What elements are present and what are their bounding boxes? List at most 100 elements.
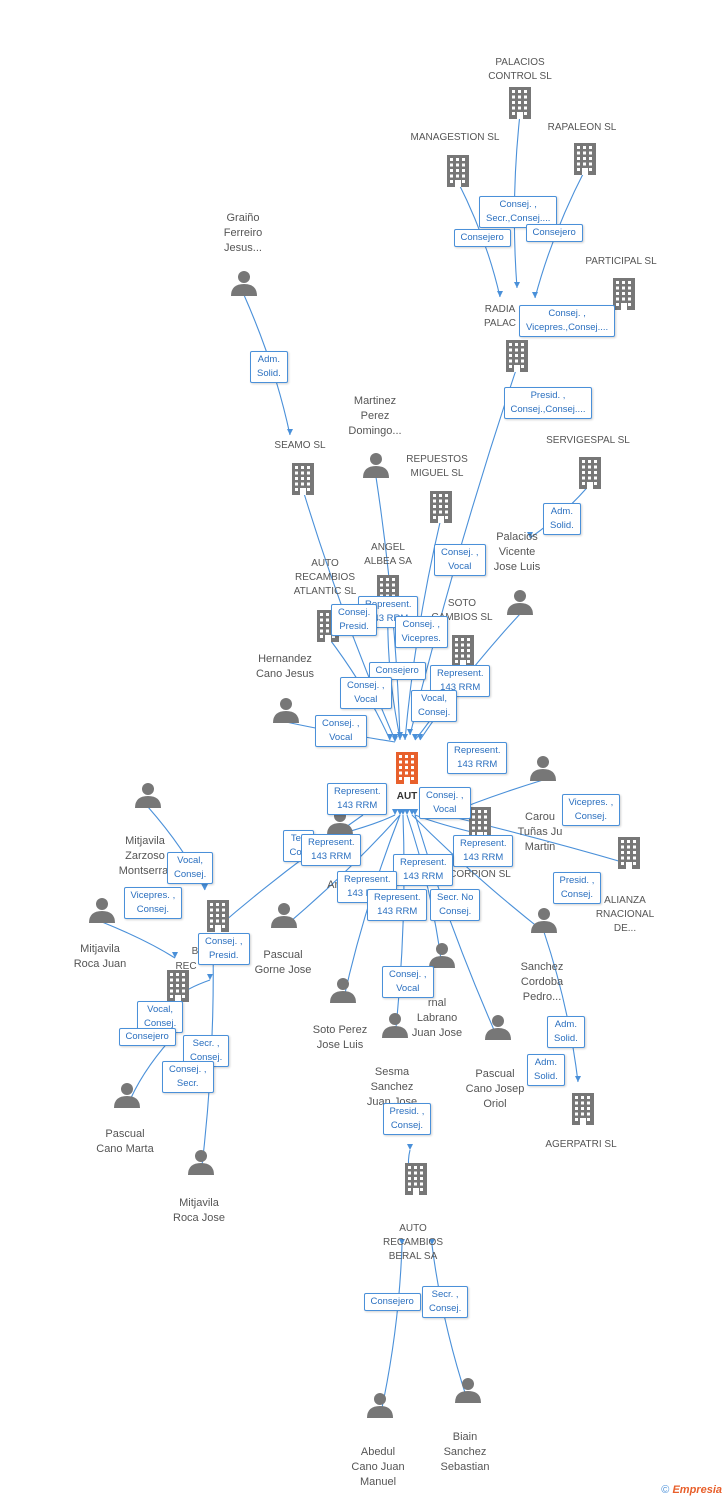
building-icon[interactable]	[167, 970, 189, 1002]
building-icon[interactable]	[405, 1163, 427, 1195]
edge-role-label[interactable]: Adm. Solid.	[250, 351, 288, 383]
edge-role-label[interactable]: Presid. , Consej.,Consej....	[503, 387, 593, 419]
node-label-agerpatri[interactable]: AGERPATRI SL	[545, 1139, 617, 1150]
edge-role-label[interactable]: Represent. 143 RRM	[367, 889, 428, 921]
node-label-seamo[interactable]: SEAMO SL	[274, 440, 326, 451]
edge-role-label[interactable]: Consej. , Vocal	[434, 544, 486, 576]
edge-role-label[interactable]: Adm. Solid.	[547, 1016, 585, 1048]
edge-role-label[interactable]: Vocal, Consej.	[167, 852, 214, 884]
node-label-sanchez_cordoba[interactable]: Sanchez Cordoba Pedro...	[520, 961, 564, 1003]
node-label-alianza[interactable]: ALIANZA RNACIONAL DE...	[595, 895, 655, 934]
edge-role-label[interactable]: Vocal, Consej.	[137, 1001, 184, 1033]
edge-role-label[interactable]: Consej. , Presid.	[198, 933, 250, 965]
node-label-rapaleon[interactable]: RAPALEON SL	[547, 122, 617, 133]
node-label-martinez[interactable]: Martinez Perez Domingo...	[348, 394, 402, 437]
person-icon[interactable]	[507, 590, 533, 615]
node-label-auto_atlantic[interactable]: AUTO RECAMBIOS ATLANTIC SL	[293, 558, 357, 597]
node-label-carou[interactable]: Carou Tuñas Ju Martin	[517, 811, 563, 853]
edge-role-label[interactable]: Secr. No Consej.	[430, 889, 481, 921]
node-label-radial[interactable]: RADIA PALAC	[483, 304, 517, 329]
edge-role-label[interactable]: Consej. , Vocal	[419, 787, 471, 819]
node-label-palacios_control[interactable]: PALACIOS CONTROL SL	[488, 57, 552, 82]
building-icon[interactable]	[618, 837, 640, 869]
person-icon[interactable]	[330, 978, 356, 1003]
building-icon[interactable]	[447, 155, 469, 187]
edge-role-label[interactable]: Consejero	[525, 224, 583, 242]
person-icon[interactable]	[531, 908, 557, 933]
building-icon[interactable]	[207, 900, 229, 932]
person-icon[interactable]	[188, 1150, 214, 1175]
person-icon[interactable]	[135, 783, 161, 808]
node-label-scorpion[interactable]: CORPION SL	[449, 869, 511, 880]
building-icon[interactable]	[292, 463, 314, 495]
node-label-participal[interactable]: PARTICIPAL SL	[585, 256, 657, 267]
building-icon[interactable]	[579, 457, 601, 489]
focus-company-icon[interactable]	[396, 752, 418, 784]
edge-role-label[interactable]: Consej. Presid.	[331, 604, 378, 636]
edge-role-label[interactable]: Adm. Solid.	[543, 503, 581, 535]
person-icon[interactable]	[455, 1378, 481, 1403]
edge-role-label[interactable]: Consej. , Vocal	[340, 677, 392, 709]
person-icon[interactable]	[89, 898, 115, 923]
building-icon[interactable]	[613, 278, 635, 310]
node-label-mitjavila_zarzoso[interactable]: Mitjavila Zarzoso Montserrat	[118, 835, 172, 877]
edge-role-label[interactable]: Vocal, Consej.	[411, 690, 458, 722]
edge-role-label[interactable]: Vicepres. , Consej.	[123, 887, 183, 919]
node-label-hernandez[interactable]: Hernandez Cano Jesus	[255, 653, 315, 680]
node-label-repuestos[interactable]: REPUESTOS MIGUEL SL	[406, 454, 468, 479]
edge-role-label[interactable]: Secr. , Consej.	[422, 1286, 469, 1318]
building-icon[interactable]	[452, 635, 474, 667]
edge-role-label[interactable]: Represent. 143 RRM	[453, 835, 514, 867]
edge-role-label[interactable]: Represent. 143 RRM	[301, 834, 362, 866]
edge-role-label[interactable]: Consej. , Vicepres.	[394, 616, 448, 648]
person-icon[interactable]	[273, 698, 299, 723]
edge-role-label[interactable]: Consej. , Vicepres.,Consej....	[519, 305, 616, 337]
person-icon[interactable]	[530, 756, 556, 781]
footer-credit[interactable]: © Empresia	[661, 1484, 722, 1496]
edge-role-label[interactable]: Represent. 143 RRM	[447, 742, 508, 774]
edge-role-label[interactable]: Consej. , Vocal	[382, 966, 434, 998]
edge-role-label[interactable]: Represent. 143 RRM	[393, 854, 454, 886]
building-icon[interactable]	[430, 491, 452, 523]
edge-role-label[interactable]: Adm. Solid.	[527, 1054, 565, 1086]
building-icon[interactable]	[574, 143, 596, 175]
edge-role-label[interactable]: Represent. 143 RRM	[327, 783, 388, 815]
node-label-palacios_vicente[interactable]: Palacios Vicente Jose Luis	[493, 530, 541, 573]
building-icon[interactable]	[506, 340, 528, 372]
edge-role-label[interactable]: Vicepres. , Consej.	[561, 794, 621, 826]
node-label-auto_beral[interactable]: AUTO RECAMBIOS BERAL SA	[382, 1223, 443, 1262]
node-label-angel_albea[interactable]: ANGEL ALBEA SA	[364, 542, 412, 567]
node-label-abedul[interactable]: Abedul Cano Juan Manuel	[351, 1446, 405, 1488]
node-label-biain[interactable]: Biain Sanchez Sebastian	[440, 1431, 490, 1473]
building-icon[interactable]	[509, 87, 531, 119]
edge-role-label[interactable]: Consej. , Secr.,Consej....	[479, 196, 558, 228]
edge-role-label[interactable]: Consej. , Secr.	[162, 1061, 214, 1093]
person-icon[interactable]	[429, 943, 455, 968]
edge-role-label[interactable]: Represent. 143 RRM	[430, 665, 491, 697]
person-icon[interactable]	[231, 271, 257, 296]
edge-role-label[interactable]: Consej. , Vocal	[315, 715, 367, 747]
node-label-rec_company[interactable]: REC	[175, 961, 197, 972]
node-label-pascual_marta[interactable]: Pascual Cano Marta	[96, 1128, 154, 1155]
edge-role-label[interactable]: Consejero	[363, 1293, 421, 1311]
node-label-b_company[interactable]: B	[191, 946, 199, 957]
building-icon[interactable]	[572, 1093, 594, 1125]
node-label-mitjavila_roca_jose[interactable]: Mitjavila Roca Jose	[173, 1197, 225, 1224]
node-label-pascual_gorne[interactable]: Pascual Gorne Jose	[254, 949, 312, 976]
edge-role-label[interactable]: Consejero	[368, 662, 426, 680]
person-icon[interactable]	[114, 1083, 140, 1108]
edge-role-label[interactable]: Consejero	[118, 1028, 176, 1046]
edge-role-label[interactable]: Consejero	[453, 229, 511, 247]
focus-company-label[interactable]: AUT	[396, 791, 418, 802]
node-label-mitjavila_roca_juan[interactable]: Mitjavila Roca Juan	[73, 943, 127, 970]
person-icon[interactable]	[382, 1013, 408, 1038]
node-label-servigespal[interactable]: SERVIGESPAL SL	[546, 435, 630, 446]
node-label-arnal[interactable]: rnal Labrano Juan Jose	[411, 997, 463, 1039]
person-icon[interactable]	[485, 1015, 511, 1040]
edge-role-label[interactable]: Presid. , Consej.	[552, 872, 602, 904]
node-label-grainio[interactable]: Graiño Ferreiro Jesus...	[223, 211, 263, 254]
node-label-soto_cambios[interactable]: SOTO CAMBIOS SL	[431, 598, 493, 623]
node-label-soto_perez[interactable]: Soto Perez Jose Luis	[312, 1024, 368, 1051]
person-icon[interactable]	[367, 1393, 393, 1418]
person-icon[interactable]	[271, 903, 297, 928]
